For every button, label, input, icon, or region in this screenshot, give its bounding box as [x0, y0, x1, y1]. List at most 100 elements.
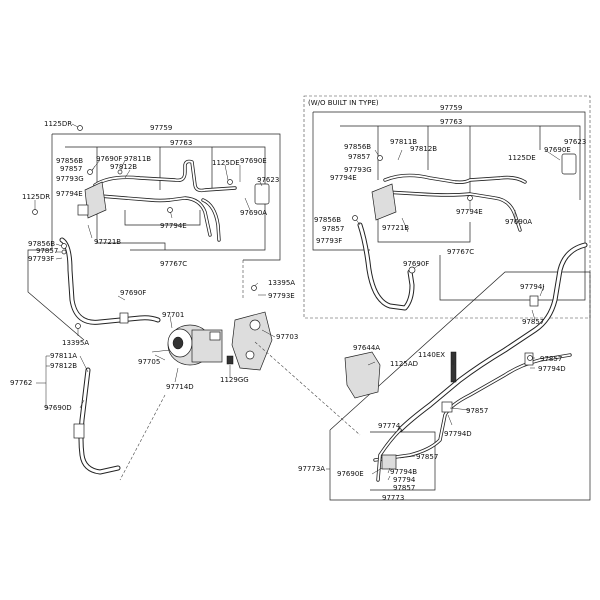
label-97811b-r: 97811B: [390, 138, 417, 146]
label-97857-b2: 97857: [393, 484, 415, 492]
left-assembly-frame: [52, 133, 281, 261]
label-97773: 97773: [382, 494, 404, 502]
label-97705: 97705: [138, 358, 160, 366]
label-97857-rr2: 97857: [540, 355, 562, 363]
label-97794-b: 97794: [393, 476, 416, 484]
wo-built-in-type-box: [303, 95, 591, 319]
label-97763-left: 97763: [170, 139, 192, 147]
lower-clamp-c: [529, 295, 539, 307]
section-title-wo-built-in: (W/O BUILT IN TYPE): [308, 99, 379, 107]
leader-lines: [34, 123, 561, 481]
label-97644a: 97644A: [353, 344, 380, 352]
label-97794b: 97794B: [390, 468, 417, 476]
label-97762: 97762: [10, 379, 32, 387]
label-97721b-left: 97721B: [94, 238, 121, 246]
label-97690f-r: 97690F: [403, 260, 429, 268]
label-97857-r1: 97857: [348, 153, 370, 161]
lower-clamp-b: [441, 401, 453, 413]
lower-right-long-hose: [397, 242, 588, 433]
left-lower-bracket: [96, 210, 166, 250]
label-97690e-b: 97690E: [337, 470, 364, 478]
label-97857-rr3: 97857: [466, 407, 488, 415]
label-97794d-rr1: 97794D: [538, 365, 566, 373]
label-97793g-r: 97793G: [344, 166, 372, 174]
label-97857-r2: 97857: [322, 225, 344, 233]
label-97857-b1: 97857: [416, 453, 438, 461]
bracket-97644a: [344, 351, 381, 399]
label-97794e-r2: 97794E: [456, 208, 483, 216]
label-97856b-r2: 97856B: [314, 216, 341, 224]
label-97721b-r: 97721B: [382, 224, 409, 232]
left-mid-bracket: [124, 210, 201, 226]
label-1125dr-top: 1125DR: [44, 120, 72, 128]
small-fittings: [32, 125, 533, 361]
left-upper-pipe-inner: [94, 160, 236, 192]
label-97794d-rr2: 97794D: [444, 430, 472, 438]
left-valve-flange: [77, 204, 89, 216]
receiver-drier: [254, 183, 270, 205]
label-97759-left: 97759: [150, 124, 172, 132]
label-97690d: 97690D: [44, 404, 72, 412]
label-1129gg: 1129GG: [220, 376, 249, 384]
compressor-bolt: [151, 349, 171, 353]
right-suction-hose-inner: [358, 223, 414, 310]
bottom-right-frame: [329, 271, 591, 501]
label-97812b-left: 97812B: [110, 163, 137, 171]
label-13395a-left: 13395A: [62, 339, 89, 347]
label-97703: 97703: [276, 333, 298, 341]
label-97690f-left1: 97690F: [96, 155, 122, 163]
label-97714d: 97714D: [166, 383, 194, 391]
bolt-1129gg: [226, 355, 234, 365]
label-97794j: 97794J: [520, 283, 544, 291]
label-97690e-r: 97690E: [544, 146, 571, 154]
label-97857-left1: 97857: [60, 165, 82, 173]
label-1125de-left: 1125DE: [212, 159, 240, 167]
label-97811a: 97811A: [50, 352, 77, 360]
label-97794e-left1: 97794E: [56, 190, 83, 198]
label-1140ex: 1140EX: [418, 351, 445, 359]
label-1125ad: 1125AD: [390, 360, 418, 368]
label-97857-left2: 97857: [36, 247, 58, 255]
label-97794e-r1: 97794E: [330, 174, 357, 182]
right-lower-pipe-inner: [384, 191, 521, 231]
label-97773a: 97773A: [298, 465, 325, 473]
lower-right-pipe-inner: [374, 354, 571, 461]
right-assembly-frame-side: [312, 112, 370, 251]
label-13395a-right: 13395A: [268, 279, 295, 287]
right-sub-frame: [340, 125, 581, 200]
label-97857-rr1: 97857: [522, 318, 544, 326]
label-97812b-r: 97812B: [410, 145, 437, 153]
label-97690e-left: 97690E: [240, 157, 267, 165]
bottom-sub-frame: [370, 431, 436, 491]
label-97763-right: 97763: [440, 118, 462, 126]
label-1125de-r: 1125DE: [508, 154, 536, 162]
label-97856b-r: 97856B: [344, 143, 371, 151]
label-97690a-left: 97690A: [240, 209, 267, 217]
bolt-1140ex: [450, 351, 457, 383]
compressor: [167, 324, 223, 366]
right-assembly-frame: [313, 111, 586, 301]
label-97793f-r: 97793F: [316, 237, 342, 245]
label-97793f-left: 97793F: [28, 255, 54, 263]
label-97623-left: 97623: [257, 176, 279, 184]
left-lower-pipe-inner: [99, 195, 211, 236]
lower-right-long-hose-inner: [398, 243, 587, 432]
label-97856b-left: 97856B: [56, 157, 83, 165]
label-97623-r: 97623: [564, 138, 586, 146]
label-97794e-left2: 97794E: [160, 222, 187, 230]
label-97774: 97774: [378, 422, 401, 430]
left-discharge-hose-inner: [79, 368, 120, 474]
right-expansion-valve: [371, 183, 397, 221]
right-lower-bracket: [377, 210, 471, 243]
guide-line-2: [254, 341, 361, 436]
label-1125dr-mid: 1125DR: [22, 193, 50, 201]
left-suction-hose-inner: [60, 238, 160, 324]
label-97767c-r: 97767C: [447, 248, 474, 256]
label-97793e-left: 97793E: [268, 292, 295, 300]
label-97856b-left2: 97856B: [28, 240, 55, 248]
label-97793g-left: 97793G: [56, 175, 84, 183]
label-97690f-left2: 97690F: [120, 289, 146, 297]
right-upper-pipe-inner: [384, 174, 526, 184]
label-97812b-low: 97812B: [50, 362, 77, 370]
